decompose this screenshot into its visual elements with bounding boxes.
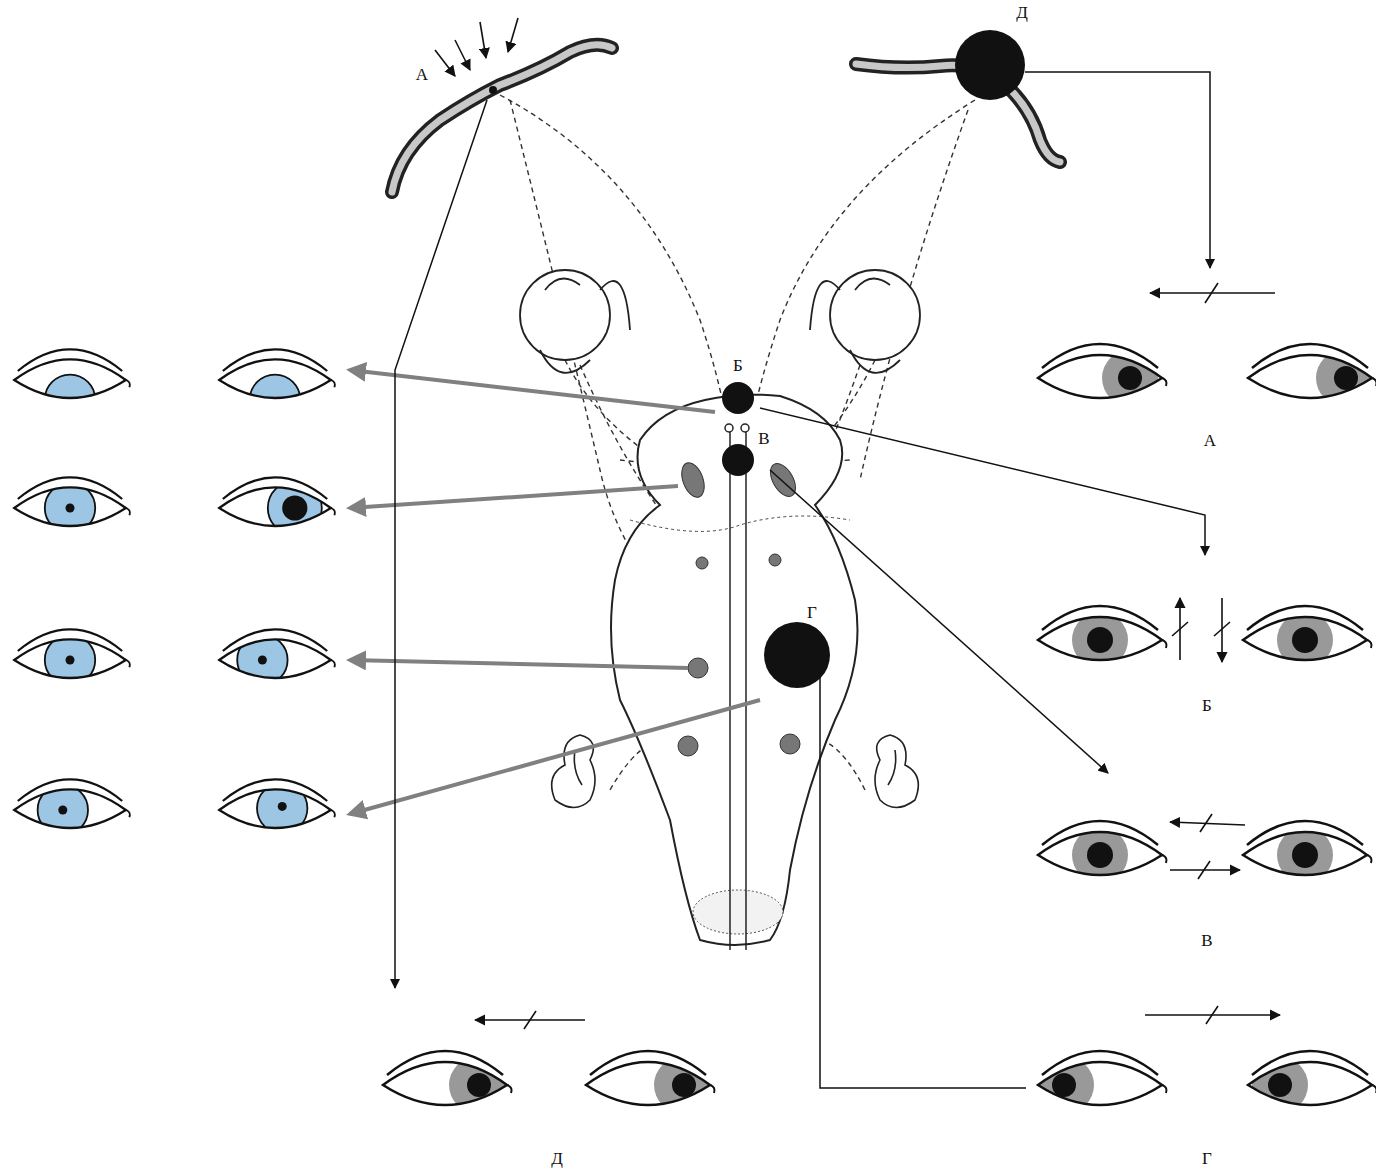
blue-eye-pair	[14, 349, 335, 835]
inner-ear	[552, 735, 919, 808]
callout-letter: Б	[1200, 696, 1214, 715]
callout-letter: Б	[731, 356, 745, 375]
gaze-arrow	[475, 283, 1280, 1029]
callout-letter: В	[1199, 931, 1214, 950]
leader-arrow	[395, 72, 1210, 1088]
callout-letter: Д	[549, 1149, 565, 1168]
callout-letter: Д	[1014, 3, 1030, 22]
callout-letter: В	[756, 429, 771, 448]
pointer-arrow	[350, 370, 760, 814]
cortex-strip	[392, 18, 1060, 192]
eyeball	[520, 270, 920, 373]
callout-letter: А	[1202, 431, 1218, 450]
eye-pair	[383, 344, 1376, 1113]
callout-letter: А	[414, 65, 430, 84]
callout-letter: Г	[805, 603, 819, 622]
callout-letter: Г	[1200, 1149, 1214, 1168]
